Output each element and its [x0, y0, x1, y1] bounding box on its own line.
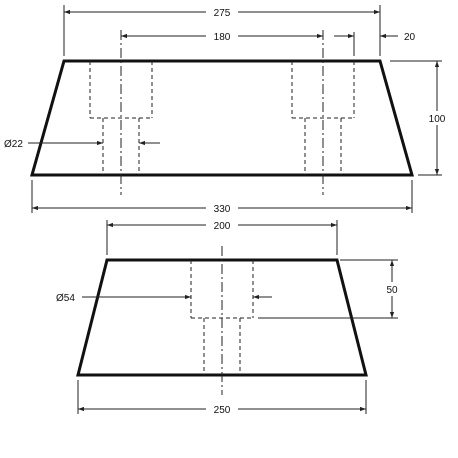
top-part: 275 180 20 100 Ø22 3	[4, 5, 452, 215]
dim-label-330: 330	[214, 204, 231, 215]
dim-height: 100	[424, 61, 452, 175]
dim-hole-spacing: 180	[121, 29, 354, 43]
dim-top-width: 200	[107, 218, 337, 232]
dim-counterbore-depth: 50	[381, 260, 403, 318]
top-part-outline	[30, 59, 414, 177]
dim-label-180: 180	[214, 32, 231, 43]
bottom-part: 200 Ø54 50 250	[56, 218, 403, 416]
dim-label-dia54: Ø54	[56, 293, 75, 304]
bottom-part-outline	[76, 258, 368, 377]
dim-label-100: 100	[429, 114, 446, 125]
dim-label-50: 50	[386, 285, 398, 296]
dim-label-dia22: Ø22	[4, 139, 23, 150]
dim-bottom-overall: 330	[32, 201, 412, 215]
dim-label-20: 20	[404, 32, 416, 43]
dim-bottom-width: 250	[78, 402, 366, 416]
top-left-hole	[89, 61, 153, 175]
dim-bolt-diameter: Ø22	[4, 139, 160, 150]
dim-label-200: 200	[214, 221, 231, 232]
dim-label-250: 250	[214, 405, 231, 416]
dim-chamfer-offset: 20	[380, 32, 416, 43]
top-right-hole	[291, 61, 355, 175]
dim-top-overall: 275	[64, 5, 380, 19]
dim-label-275: 275	[214, 8, 231, 19]
dim-hole-diameter: Ø54	[56, 293, 272, 304]
